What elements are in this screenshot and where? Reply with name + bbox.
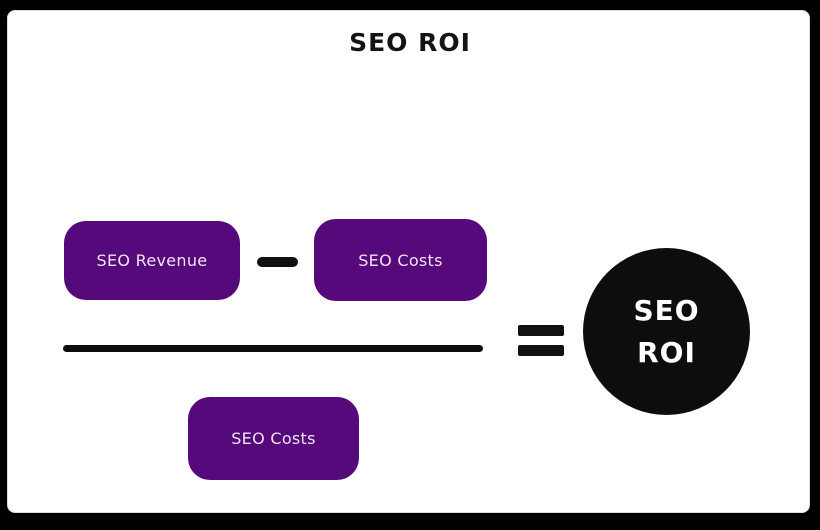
seo-costs-denominator-box: SEO Costs [188, 397, 359, 480]
seo-revenue-label: SEO Revenue [96, 251, 208, 270]
equals-icon [518, 325, 564, 356]
result-line-1: SEO [633, 293, 700, 327]
seo-roi-result-circle: SEO ROI [583, 248, 750, 415]
minus-icon [257, 257, 298, 267]
equals-bottom-bar [518, 345, 564, 356]
fraction-bar [63, 345, 483, 352]
result-line-2: ROI [637, 335, 696, 369]
seo-costs-numerator-label: SEO Costs [358, 250, 443, 270]
page-title: SEO ROI [349, 28, 471, 57]
seo-costs-denominator-label: SEO Costs [231, 429, 316, 448]
seo-costs-numerator-box: SEO Costs [314, 219, 487, 301]
equals-top-bar [518, 325, 564, 336]
seo-revenue-box: SEO Revenue [64, 221, 240, 300]
